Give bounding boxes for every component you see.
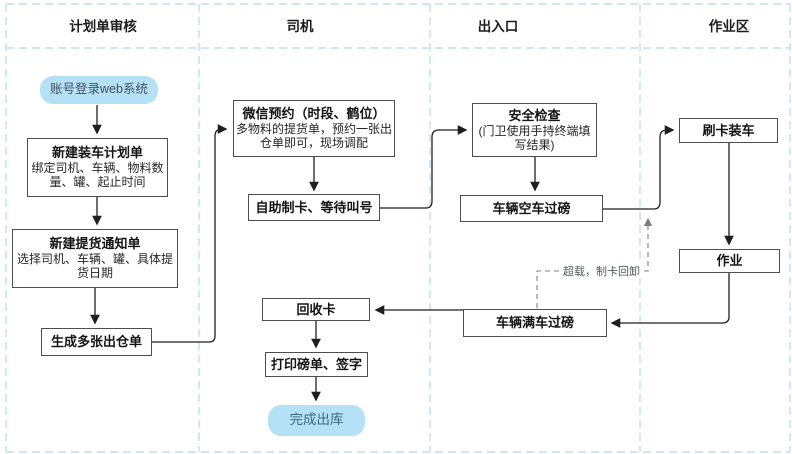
node-swipe-card-load: 刷卡装车 [679, 118, 778, 143]
node-title: 微信预约（时段、鹤位） [242, 106, 386, 122]
node-login-web-system: 账号登录web系统 [40, 76, 158, 104]
node-create-pickup-notice: 新建提货通知单 选择司机、车辆、罐、具体提货日期 [12, 229, 178, 288]
node-title: 作业 [716, 253, 743, 269]
node-return-card: 回收卡 [262, 298, 370, 321]
node-title: 回收卡 [296, 301, 336, 317]
node-title: 账号登录web系统 [50, 82, 148, 97]
lane-frame [5, 3, 791, 453]
node-title: 安全检查 [508, 107, 561, 123]
lane-header-driver: 司机 [286, 19, 314, 34]
lane-header-plan-review: 计划单审核 [69, 19, 137, 34]
node-subtitle: 选择司机、车辆、罐、具体提货日期 [16, 252, 173, 281]
node-print-weigh-slip-sign: 打印磅单、签字 [265, 352, 368, 377]
node-subtitle: 多物料的提货单，预约一张出仓单即可，现场调配 [236, 122, 393, 151]
node-generate-outbound-orders: 生成多张出仓单 [41, 328, 152, 356]
flow-arrows [90, 105, 734, 402]
lane-header-work-area: 作业区 [708, 19, 750, 34]
node-title: 打印磅单、签字 [270, 356, 362, 372]
node-work-operation: 作业 [679, 249, 780, 273]
node-complete-outbound: 完成出库 [268, 405, 365, 436]
lane-header-gate: 出入口 [477, 19, 519, 34]
node-full-vehicle-weigh: 车辆满车过磅 [463, 309, 607, 337]
node-empty-vehicle-weigh: 车辆空车过磅 [460, 195, 603, 222]
node-create-loading-plan: 新建装车计划单 绑定司机、车辆、物料数量、罐、起止时间 [27, 138, 168, 197]
node-title: 新建提货通知单 [49, 236, 141, 252]
node-title: 车辆满车过磅 [495, 315, 574, 331]
node-subtitle: 绑定司机、车辆、物料数量、罐、起止时间 [31, 161, 164, 190]
node-title: 刷卡装车 [702, 122, 755, 138]
node-subtitle: (门卫使用手持终端填写结果) [478, 123, 591, 152]
node-title: 新建装车计划单 [51, 145, 143, 161]
node-title: 生成多张出仓单 [50, 334, 142, 350]
node-title: 车辆空车过磅 [492, 200, 571, 216]
node-safety-check: 安全检查 (门卫使用手持终端填写结果) [472, 103, 597, 157]
node-title: 自助制卡、等待叫号 [255, 199, 373, 215]
node-title: 完成出库 [289, 412, 344, 428]
node-self-service-card: 自助制卡、等待叫号 [248, 194, 380, 221]
node-wechat-booking: 微信预约（时段、鹤位） 多物料的提货单，预约一张出仓单即可，现场调配 [233, 100, 395, 157]
edge-label-overload: 超载，制卡回卸 [560, 263, 643, 279]
